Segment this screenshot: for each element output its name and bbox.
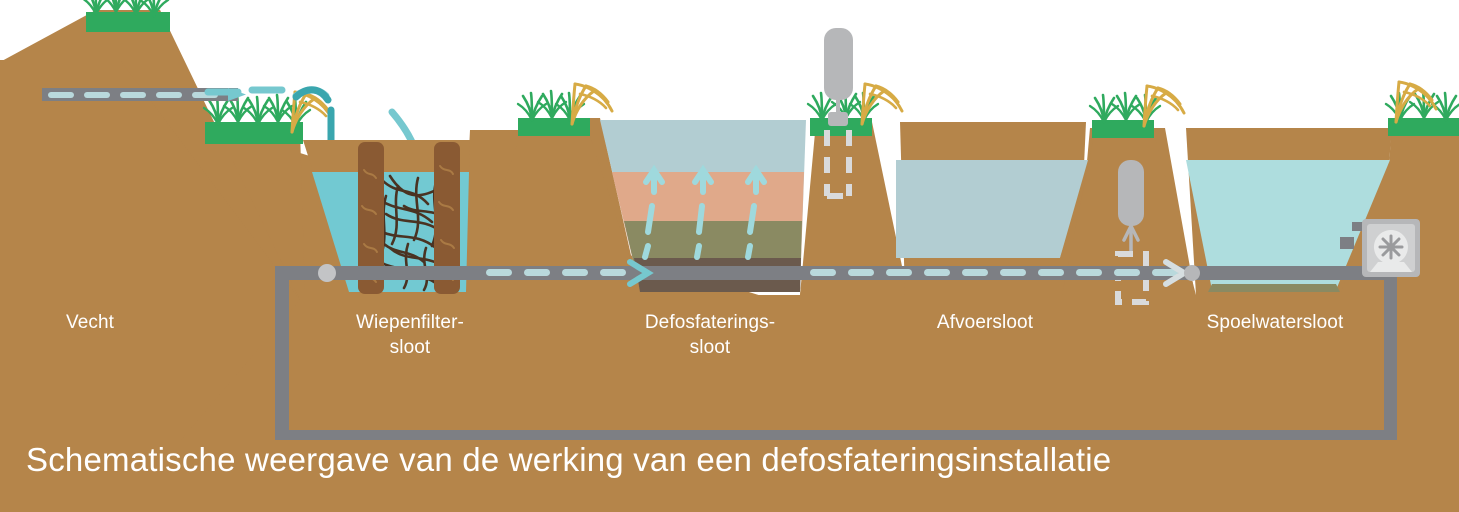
flow-arrow-up-right <box>1122 222 1140 254</box>
wooden-post-left <box>358 142 384 294</box>
measurement-device-left <box>824 28 853 100</box>
measurement-device-right <box>1118 160 1144 226</box>
spoelwater-sediment <box>1208 284 1340 292</box>
monitoring-well-left <box>824 130 852 199</box>
inlet-pipe <box>42 88 246 101</box>
grass-cap-bank-4 <box>1092 120 1154 138</box>
pipe-node-left <box>318 264 336 282</box>
percolation-arrows <box>642 164 767 260</box>
pump-inlet-pipe <box>1340 237 1354 249</box>
intermediate-bank <box>120 60 334 512</box>
pipe-node-right <box>1184 265 1200 281</box>
grass-cap-bank-2 <box>518 118 590 136</box>
impeller-icon <box>1378 234 1404 260</box>
pump-riser <box>1385 277 1397 303</box>
grass-cap-bank-1 <box>205 122 303 144</box>
spoelwatersloot-water <box>1186 160 1390 290</box>
wiepenfilter-sloot <box>303 140 470 295</box>
figure-caption: Schematische weergave van de werking van… <box>26 441 1112 478</box>
grass-cap-dike <box>86 12 170 32</box>
transport-pipe <box>275 259 1385 287</box>
pump-station[interactable] <box>1340 219 1420 303</box>
bank-3 <box>800 28 908 295</box>
grass-cap-bank-5 <box>1388 118 1459 136</box>
bank-2 <box>466 82 642 295</box>
return-pipe-loop <box>275 262 1397 443</box>
caption-band <box>0 440 1459 512</box>
